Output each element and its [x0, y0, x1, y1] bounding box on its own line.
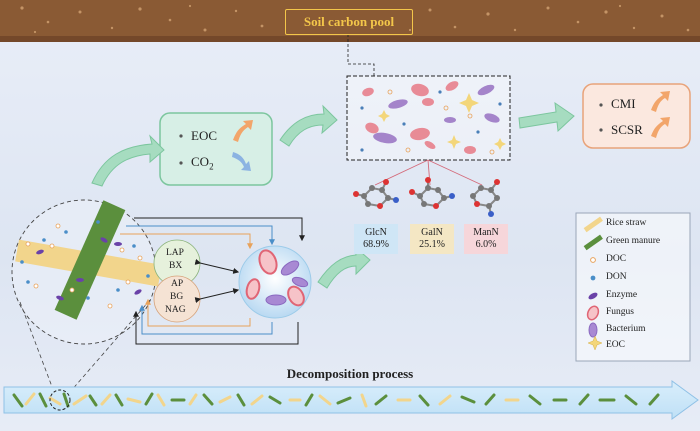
arrow-to-pool-icon	[279, 104, 338, 147]
residue-zoom	[11, 199, 162, 393]
scsr-up-arrow-icon	[651, 117, 670, 138]
bacterium-icon	[588, 322, 598, 338]
don-icon	[590, 275, 596, 281]
enzyme-bx: BX	[169, 261, 183, 271]
zoom-origin-circle	[49, 389, 71, 411]
outcome-label-scsr: SCSR	[611, 122, 643, 137]
arrow-to-response-icon	[91, 134, 165, 187]
arrow-to-amino-icon	[317, 245, 371, 289]
fungus-icon	[586, 305, 600, 321]
response-label-co2: CO2	[191, 154, 214, 172]
microbial-cell	[238, 245, 312, 319]
enzyme-icon	[588, 292, 598, 300]
doc-icon	[590, 257, 596, 263]
legend-doc: DOC	[606, 254, 627, 264]
legend-don: DON	[606, 272, 627, 282]
microbial-pool	[346, 75, 511, 161]
enzyme-bg: BG	[170, 292, 184, 302]
rice-straw-icon	[583, 216, 603, 233]
eoc-up-arrow-icon	[233, 120, 253, 142]
eoc-icon	[587, 335, 603, 351]
legend-symbols	[583, 216, 603, 351]
response-label-eoc: EOC	[191, 128, 217, 143]
title-connector	[347, 34, 375, 76]
galn-box	[410, 224, 454, 254]
co2-down-arrow-icon	[232, 152, 251, 171]
soil-band	[0, 0, 700, 42]
mann-box	[464, 224, 508, 254]
green-manure-icon	[583, 234, 603, 251]
page-title: Soil carbon pool	[285, 9, 413, 35]
legend-fungus: Fungus	[606, 307, 634, 317]
process-label: Decomposition process	[286, 366, 414, 381]
legend-bacterium: Bacterium	[606, 324, 646, 334]
decomposition-band	[3, 380, 699, 420]
glcn-molecule-icon	[353, 179, 399, 209]
enzyme-ap: AP	[171, 279, 184, 289]
cmi-up-arrow-icon	[651, 91, 670, 112]
glcn-box	[354, 224, 398, 254]
mann-molecule-icon	[470, 179, 500, 217]
arrow-to-outcome-icon	[518, 101, 575, 133]
outcome-label-cmi: CMI	[611, 96, 636, 111]
response-box	[159, 112, 273, 186]
galn-molecule-icon	[409, 177, 455, 209]
enzyme-lap: LAP	[166, 248, 184, 258]
enzyme-nag: NAG	[165, 305, 186, 315]
legend-green-manure: Green manure	[606, 236, 661, 246]
legend-eoc: EOC	[606, 340, 625, 350]
legend-enzyme: Enzyme	[606, 290, 638, 300]
legend-rice-straw: Rice straw	[606, 218, 647, 228]
outcome-box	[582, 83, 691, 149]
flow-lines	[120, 217, 305, 345]
